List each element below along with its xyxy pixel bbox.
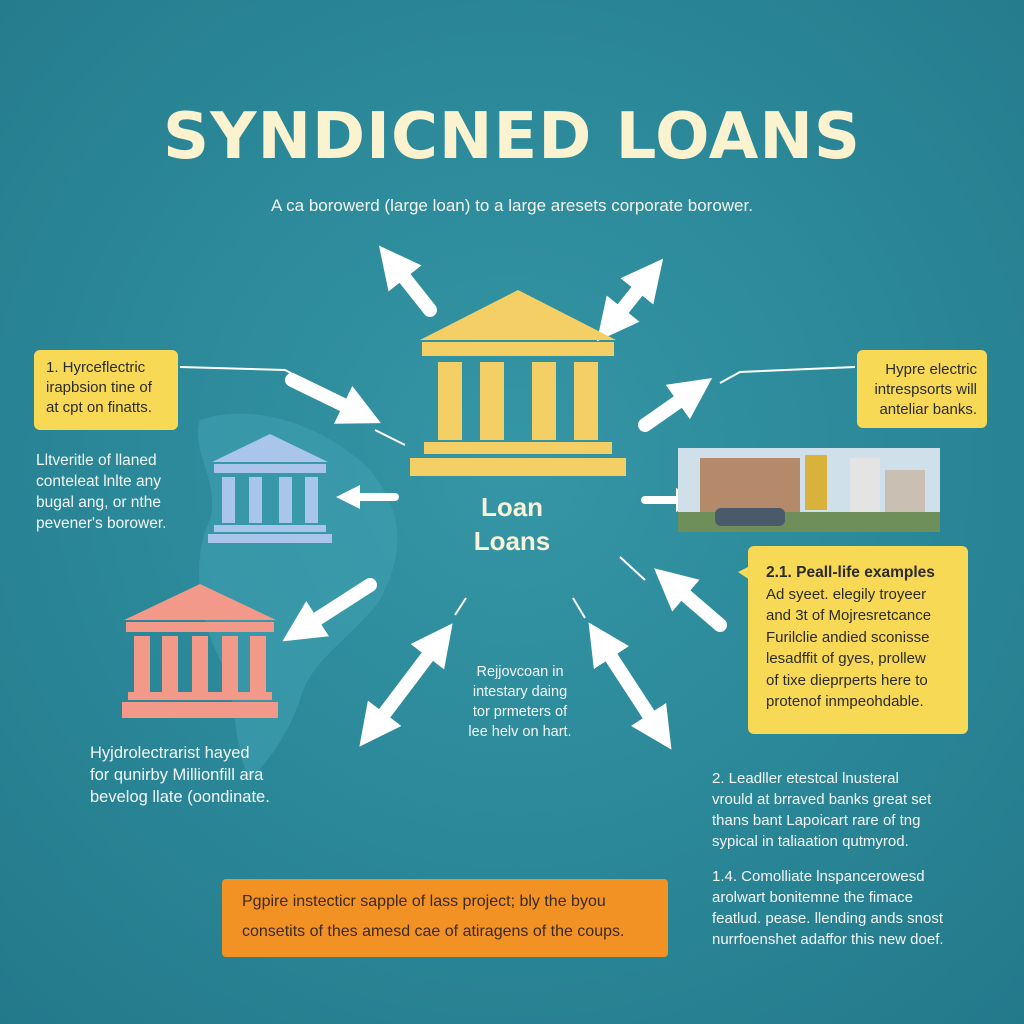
arrow-into-bank-left [285,373,381,424]
orange-summary-box: Pgpire instecticr sapple of lass project… [222,879,668,957]
text-line: 2. Leadller etestcal lnusteral [712,770,899,787]
subtitle: A ca borowerd (large loan) to a large ar… [271,196,753,215]
text-line: bevelog llate (oondinate. [90,788,270,806]
page-title: SYNDICNED LOANS [163,100,861,174]
arrow-to-pink-bank [282,578,377,642]
left-text: Lltveritle of llaned conteleat lnlte any… [36,450,166,534]
text-line: Pgpire instecticr sapple of lass project… [242,893,606,910]
text-line: Furilclie andied sconisse [766,628,930,646]
text-line: Hyjdrolectrarist hayed [90,744,250,762]
arrow-to-examples [654,568,727,632]
arrow-to-right-callout [638,377,713,432]
text-line: Ad syeet. elegily troyeer [766,585,927,603]
text-line: Lltveritle of llaned [36,452,157,469]
center-label-line: Loan [480,492,544,522]
text-line: sypical in taliaation qutmyrod. [712,833,909,850]
arrow-down-right [588,622,672,750]
bank-pink-icon [122,584,278,718]
callout-line: at cpt on finatts. [46,399,152,416]
text-line: consetits of thes amesd cae of atiragens… [242,923,625,940]
callout-line: intrespsorts will [874,381,977,398]
left-callout: 1. Hyrceflectric irapbsion tine of at cp… [34,350,178,430]
text-line: for qunirby Millionfill ara [90,766,264,784]
text-line: lesadffit of gyes, prollew [766,650,926,667]
left-bottom-text: Hyjdrolectrarist hayed for qunirby Milli… [90,742,270,808]
callout-line: anteliar banks. [879,401,977,418]
text-line: thans bant Lapoicart rare of tng [712,812,921,829]
arrow-down-left [359,623,453,747]
right-callout: Hypre electric intrespsorts will antelia… [857,350,987,428]
text-line: conteleat lnlte any [36,473,161,490]
text-line: vrould at brraved banks great set [712,791,932,808]
bank-blue-icon [208,434,332,543]
text-line: and 3t of Mojresretcance [766,607,932,624]
examples-heading: 2.1. Peall-life examples [766,564,935,581]
text-line: arolwart bonitemne the fimace [712,889,913,906]
text-line: intestary daing [472,684,568,700]
text-line: 1.4. Comolliate lnspancerowesd [712,868,925,885]
center-label-line: Loans [473,526,551,556]
text-line: tor prmeters of [472,704,568,720]
center-bottom-text: Rejjovcoan in intestary daing tor prmete… [440,662,600,742]
text-line: of tixe dieprperts here to [766,671,928,689]
city-photo [678,448,940,532]
arrow-up-left [378,245,437,317]
callout-line: Hypre electric [885,361,977,378]
arrow-up-right [596,258,664,342]
text-line: bugal ang, or nthe [36,494,161,511]
right-bottom-text: 2. Leadller etestcal lnusteral vrould at… [712,768,944,950]
text-line: nurrfoenshet adaffor this new doef. [712,931,944,948]
center-label: Loan Loans [452,490,572,558]
callout-line: irapbsion tine of [46,379,152,396]
text-line: protenof inmpeohdable. [766,693,924,710]
text-line: pevener's borower. [36,515,167,532]
text-line: Rejjovcoan in [476,664,564,680]
callout-line: 1. Hyrceflectric [46,359,146,376]
bank-gold-icon [410,290,626,476]
text-line: lee helv on hart. [468,724,572,740]
examples-box: 2.1. Peall-life examples Ad syeet. elegi… [748,546,968,734]
text-line: featlud. pease. llending ands snost [712,910,943,927]
